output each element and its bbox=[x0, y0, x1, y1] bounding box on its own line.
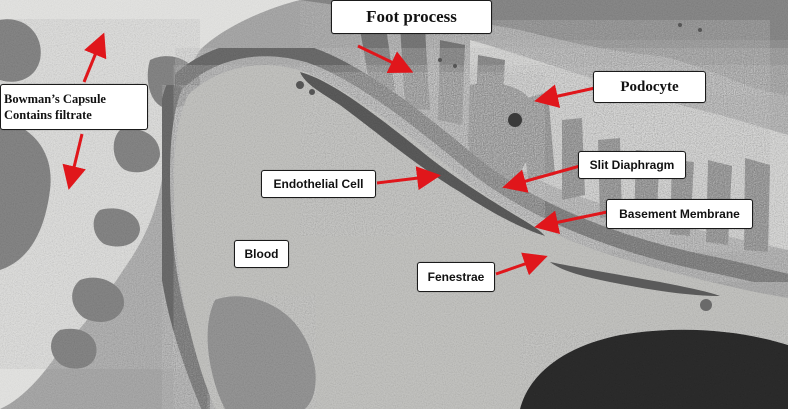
capillary-lumen bbox=[173, 65, 788, 409]
lower-cell bbox=[207, 296, 316, 409]
basement-membrane-band bbox=[169, 40, 788, 290]
basement-membrane-label: Basement Membrane bbox=[606, 199, 753, 229]
slit-diaphragm-text: Slit Diaphragm bbox=[589, 158, 675, 172]
basement-membrane-left bbox=[154, 81, 218, 409]
blood-label: Blood bbox=[234, 240, 289, 268]
slit-diaphragm-label: Slit Diaphragm bbox=[578, 151, 686, 179]
podocyte-label: Podocyte bbox=[593, 71, 706, 103]
podocyte-cytoplasm bbox=[300, 0, 788, 95]
fenestrae-label: Fenestrae bbox=[417, 262, 495, 292]
bowmans-capsule-label: Bowman’s Capsule Contains filtrate bbox=[0, 84, 148, 130]
endothelial-cell bbox=[300, 72, 545, 236]
vesicles bbox=[296, 23, 712, 311]
endothelial-cell-text: Endothelial Cell bbox=[273, 177, 364, 191]
basement-membrane-text: Basement Membrane bbox=[619, 207, 740, 221]
bowmans-capsule-line1: Bowman’s Capsule bbox=[4, 92, 106, 106]
podocyte-text: Podocyte bbox=[620, 78, 679, 95]
red-blood-cell bbox=[520, 329, 788, 409]
bowmans-capsule-line2: Contains filtrate bbox=[4, 108, 92, 122]
foot-process-label: Foot process bbox=[331, 0, 492, 34]
fenestrae-text: Fenestrae bbox=[427, 270, 485, 284]
endothelial-sliver-right bbox=[550, 262, 720, 296]
endothelial-cell-label: Endothelial Cell bbox=[261, 170, 376, 198]
blood-text: Blood bbox=[244, 247, 279, 261]
foot-process-text: Foot process bbox=[366, 7, 457, 26]
